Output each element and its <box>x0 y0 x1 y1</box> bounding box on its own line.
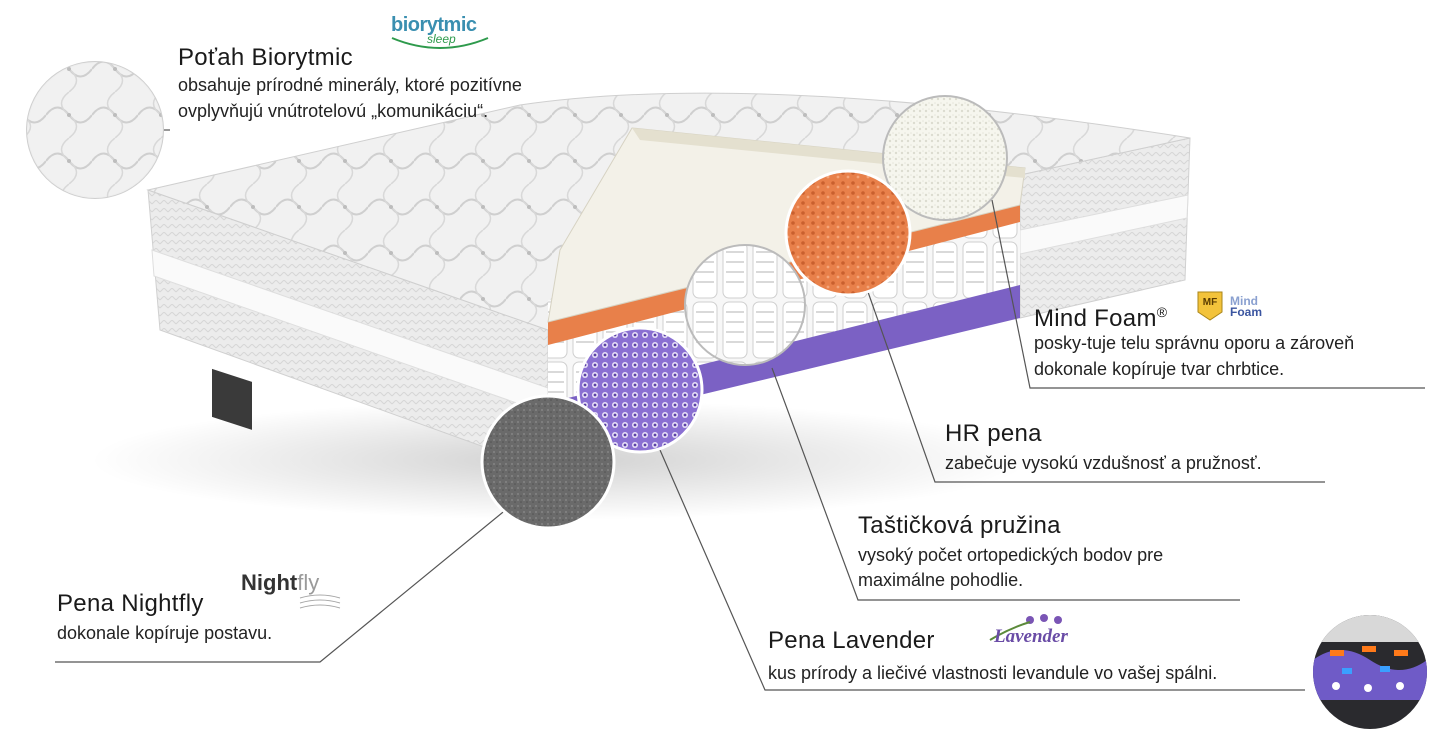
cover-detail-circle <box>26 61 164 199</box>
biorytmic-logo-sub: sleep <box>427 32 456 46</box>
mindfoam-registered-mark: ® <box>1156 304 1168 320</box>
lavender-zone-detail-circle <box>1313 615 1427 729</box>
leader-hr <box>867 291 1325 483</box>
leader-lines <box>55 129 1425 691</box>
hr-foam-detail-circle <box>784 169 912 297</box>
biorytmic-logo: biorytmic sleep <box>391 14 477 46</box>
spring-detail-circle <box>684 244 806 366</box>
mindfoam-title-text: Mind Foam <box>1034 305 1157 332</box>
nightfly-logo-light: fly <box>297 570 320 595</box>
cover-desc-line2: ovplyvňujú vnútrotelovú „komunikáciu“. <box>178 101 489 121</box>
lavender-title: Pena Lavender <box>768 627 935 654</box>
lavender-desc-line1: kus prírody a liečivé vlastnosti levandu… <box>768 663 1218 683</box>
mindfoam-desc-line2: dokonale kopíruje tvar chrbtice. <box>1034 359 1285 379</box>
leader-lavender <box>659 449 1305 691</box>
lavender-detail-circle <box>576 326 704 454</box>
lavender-logo: Lavender <box>994 626 1068 647</box>
leader-mindfoam <box>991 199 1425 389</box>
mindfoam-logo-badge: MF <box>1202 297 1218 308</box>
nightfly-logo: Nightfly <box>241 570 319 596</box>
mindfoam-logo-word2: Foam <box>1230 305 1263 319</box>
nightfly-desc-line1: dokonale kopíruje postavu. <box>57 623 273 643</box>
mindfoam-detail-circle <box>882 95 1008 221</box>
nightfly-logo-bold: Night <box>241 570 298 595</box>
mindfoam-logo-words: Mind Foam <box>1230 294 1263 319</box>
lavender-flowers-icon <box>989 614 1062 641</box>
leader-nightfly <box>55 507 509 663</box>
hr-title: HR pena <box>945 420 1042 447</box>
brand-tag <box>212 368 252 430</box>
biorytmic-logo-main: biorytmic <box>391 14 477 36</box>
biorytmic-swoosh-icon <box>391 37 489 49</box>
spring-desc-line2: maximálne pohodlie. <box>858 570 1024 590</box>
mindfoam-title: Mind Foam® <box>1034 298 1167 333</box>
mindfoam-logo: MF <box>1198 296 1222 309</box>
spring-title: Taštičková pružina <box>858 512 1061 539</box>
mindfoam-desc-line1: posky-tuje telu správnu oporu a zároveň <box>1034 333 1355 353</box>
hr-desc-line1: zabečuje vysokú vzdušnosť a pružnosť. <box>945 453 1262 473</box>
nightfly-detail-circle <box>480 394 616 530</box>
mindfoam-badge-icon <box>1197 291 1223 321</box>
leader-spring <box>771 367 1240 601</box>
mindfoam-logo-word1: Mind <box>1230 294 1258 308</box>
cover-desc-line1: obsahuje prírodné minerály, ktoré pozití… <box>178 75 522 95</box>
nightfly-waves-icon <box>299 594 341 609</box>
nightfly-title: Pena Nightfly <box>57 590 204 617</box>
spring-desc-line1: vysoký počet ortopedických bodov pre <box>858 545 1164 565</box>
cover-title: Poťah Biorytmic <box>178 44 353 71</box>
